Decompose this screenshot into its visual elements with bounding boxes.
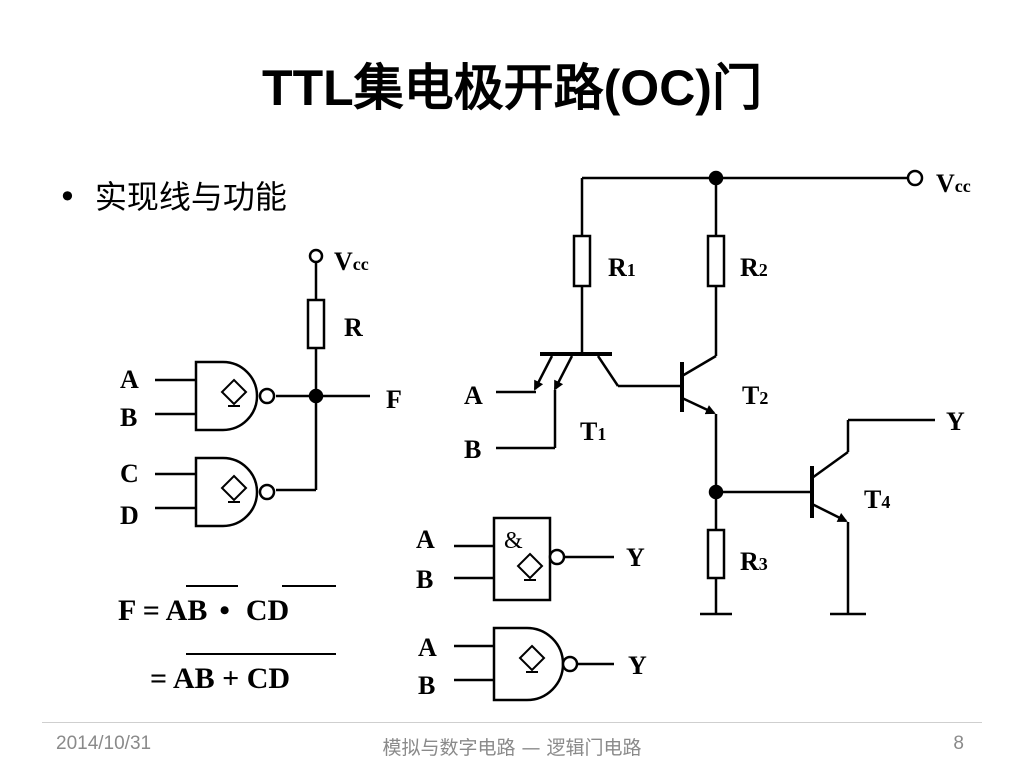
formula-line-1: F = AB•CD	[118, 594, 289, 627]
resistor-r3	[706, 528, 726, 580]
resistor-r	[306, 298, 326, 350]
footer-course-title: 模拟与数字电路 — 逻辑门电路	[382, 737, 642, 759]
vcc-terminal-right	[906, 169, 924, 187]
oc-gate-symbol-rect	[454, 516, 614, 602]
symbol1-ampersand: &	[504, 528, 523, 554]
symbol2-input-b-label: B	[418, 671, 435, 700]
r2-label: R2	[740, 253, 768, 282]
input-a-label: A	[120, 365, 139, 394]
r3-label: R3	[740, 547, 768, 576]
bullet-item: • 实现线与功能	[58, 172, 287, 218]
vcc-label-right: Vcc	[936, 169, 971, 198]
resistor-r-label: R	[344, 313, 363, 342]
vcc-terminal-left	[308, 248, 324, 264]
bullet-text: 实现线与功能	[94, 178, 287, 216]
r1-label: R1	[608, 253, 636, 282]
resistor-r1	[572, 234, 592, 288]
bullet-dot: •	[58, 178, 77, 216]
t4-label: T4	[864, 485, 890, 514]
t2-label: T2	[742, 381, 768, 410]
transistor-t4	[716, 418, 935, 616]
vcc-label-left: Vcc	[334, 247, 369, 276]
input-c-label: C	[120, 459, 139, 488]
resistor-r2	[706, 234, 726, 288]
symbol2-output-y-label: Y	[628, 651, 647, 680]
output-f-label: F	[386, 385, 402, 414]
transistor-t1	[496, 352, 680, 450]
footer-divider	[42, 722, 982, 723]
nand-gate-2	[155, 456, 276, 528]
symbol2-input-a-label: A	[418, 633, 437, 662]
circuit-input-a-label: A	[464, 381, 483, 410]
circuit-input-b-label: B	[464, 435, 481, 464]
slide-title: TTL集电极开路(OC)门	[262, 60, 762, 116]
t1-label: T1	[580, 417, 606, 446]
junction-f	[308, 388, 324, 404]
formula-line-2: = AB + CD	[150, 662, 290, 695]
footer-date: 2014/10/31	[56, 733, 152, 754]
symbol1-input-a-label: A	[416, 525, 435, 554]
circuit-output-y-label: Y	[946, 407, 965, 436]
input-b-label: B	[120, 403, 137, 432]
symbol1-input-b-label: B	[416, 565, 433, 594]
footer-page-number: 8	[953, 733, 964, 754]
oc-gate-symbol-nand	[454, 626, 614, 702]
nand-gate-1	[155, 360, 276, 432]
input-d-label: D	[120, 501, 139, 530]
symbol1-output-y-label: Y	[626, 543, 645, 572]
transistor-t2	[680, 354, 718, 530]
